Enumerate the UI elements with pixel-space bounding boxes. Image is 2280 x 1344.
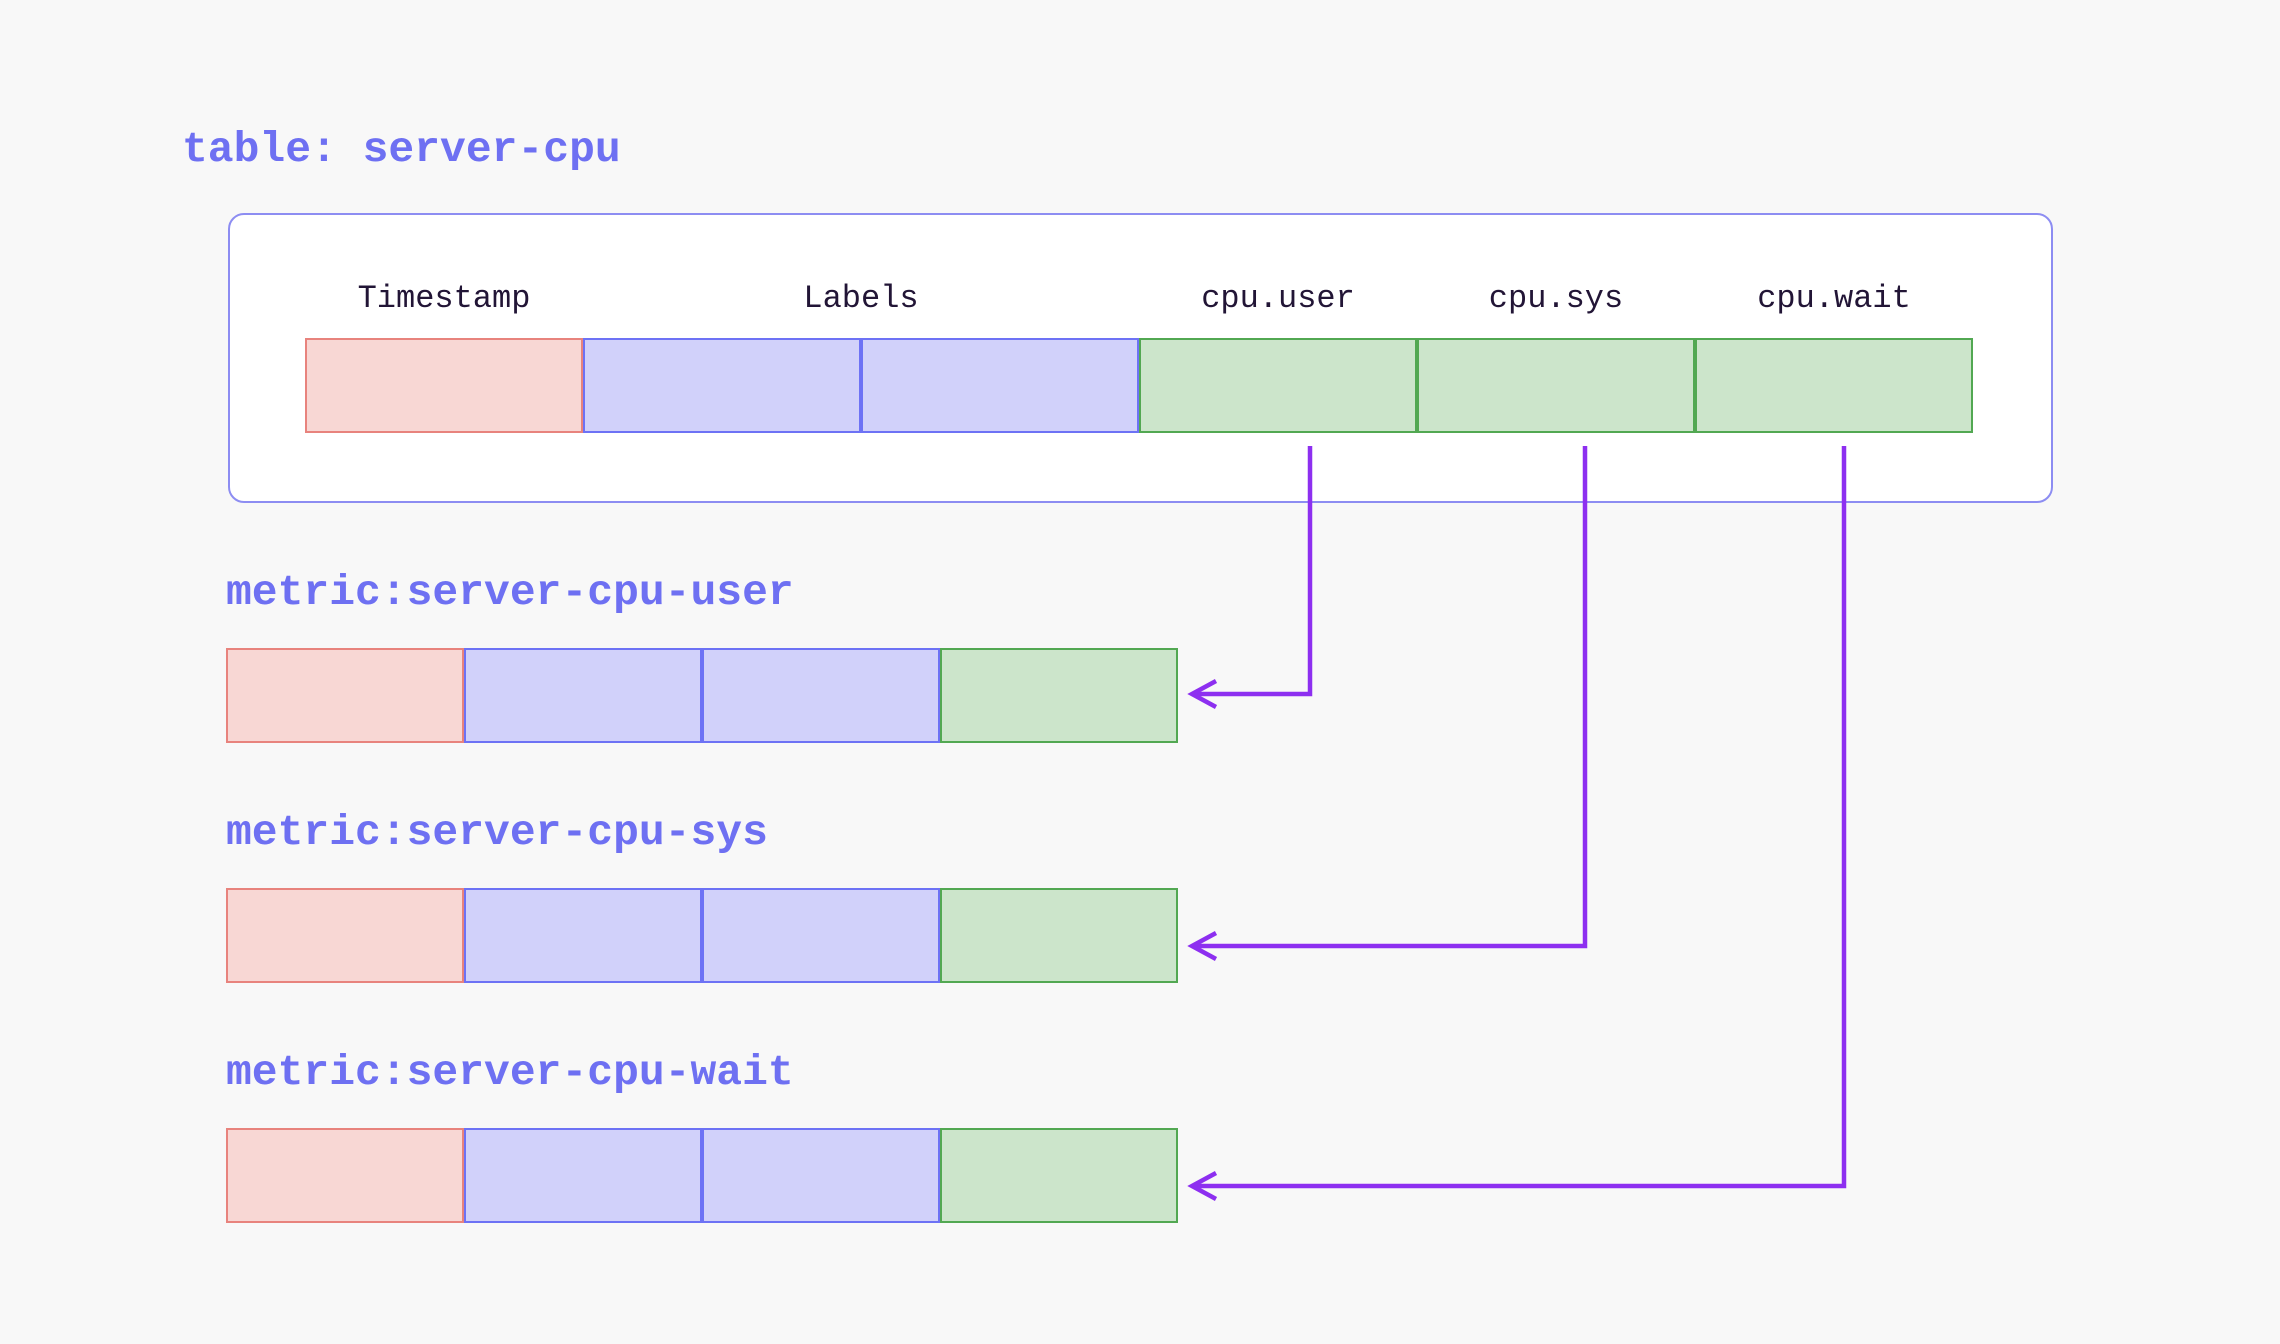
cell-label	[464, 648, 702, 743]
cell-label	[464, 1128, 702, 1223]
metric-cell-row	[226, 888, 1178, 983]
column-header: Timestamp	[357, 280, 531, 317]
metric-cell-row	[226, 1128, 1178, 1223]
arrow-cpu-sys	[1187, 446, 1588, 961]
table-title: table: server-cpu	[182, 125, 621, 174]
metric-label: metric:server-cpu-wait	[226, 1048, 794, 1097]
cell-timestamp	[226, 888, 464, 983]
cell-value	[1139, 338, 1417, 433]
cell-label	[702, 1128, 940, 1223]
cell-timestamp	[226, 1128, 464, 1223]
table-cell-row	[305, 338, 1973, 433]
arrowhead-icon	[1187, 931, 1218, 961]
column-header: Labels	[803, 280, 919, 317]
metric-label: metric:server-cpu-user	[226, 568, 794, 617]
cell-label	[702, 888, 940, 983]
cell-value	[1695, 338, 1973, 433]
cell-value	[940, 888, 1178, 983]
cell-label	[583, 338, 861, 433]
column-header: cpu.wait	[1757, 280, 1911, 317]
cell-value	[1417, 338, 1695, 433]
column-header: cpu.sys	[1488, 280, 1624, 317]
metric-label: metric:server-cpu-sys	[226, 808, 768, 857]
metric-cell-row	[226, 648, 1178, 743]
cell-timestamp	[226, 648, 464, 743]
cell-label	[861, 338, 1139, 433]
arrowhead-icon	[1187, 679, 1218, 709]
arrow-cpu-wait	[1187, 446, 1847, 1201]
cell-value	[940, 1128, 1178, 1223]
column-header: cpu.user	[1201, 280, 1355, 317]
cell-timestamp	[305, 338, 583, 433]
arrowhead-icon	[1187, 1171, 1218, 1201]
cell-value	[940, 648, 1178, 743]
cell-label	[464, 888, 702, 983]
cell-label	[702, 648, 940, 743]
